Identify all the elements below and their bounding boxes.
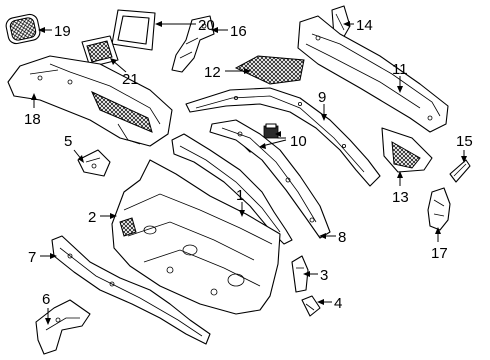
part-20-seal-frame	[111, 9, 156, 51]
callout-14: 14	[356, 17, 373, 34]
callout-10: 10	[290, 133, 307, 150]
part-11-cowl-top	[297, 15, 449, 133]
part-13-side-panel	[381, 127, 433, 173]
part-17-bracket	[427, 187, 451, 231]
callout-16: 16	[230, 23, 247, 40]
part-16-bracket	[171, 15, 215, 73]
part-4-clip	[301, 295, 321, 317]
callout-9: 9	[318, 89, 326, 106]
part-18-cowl-assembly	[7, 55, 173, 147]
callout-2: 2	[88, 209, 96, 226]
part-12-panel	[234, 55, 305, 85]
part-15-strip	[449, 159, 471, 183]
callout-15: 15	[456, 133, 473, 150]
callout-19: 19	[54, 23, 71, 40]
part-6-lower-bracket	[35, 299, 91, 355]
callout-13: 13	[392, 189, 409, 206]
callout-5: 5	[64, 133, 72, 150]
callout-17: 17	[431, 245, 448, 262]
part-19-grille	[5, 13, 41, 45]
callout-6: 6	[42, 291, 50, 308]
callout-8: 8	[338, 229, 346, 246]
part-9-support-rail	[185, 87, 381, 187]
callout-labels: 19 20 16 21 12 14 11 18 9 10 5 13 15 1 2…	[24, 17, 473, 312]
part-5-bracket	[77, 149, 111, 177]
part-3-bracket	[291, 255, 309, 293]
callout-11: 11	[392, 61, 408, 78]
callout-20: 20	[198, 17, 215, 34]
callout-18: 18	[24, 111, 41, 128]
part-2-dash-panel	[111, 159, 281, 315]
callout-3: 3	[320, 267, 328, 284]
leader-lines	[31, 21, 467, 325]
callout-4: 4	[334, 295, 342, 312]
callout-21: 21	[122, 71, 139, 88]
part-7-crossmember	[51, 235, 211, 345]
callout-1: 1	[236, 187, 244, 204]
part-1-reinforcement	[171, 133, 293, 245]
callout-12: 12	[204, 64, 221, 81]
part-21-cover-plate	[81, 35, 119, 68]
callout-7: 7	[28, 249, 36, 266]
